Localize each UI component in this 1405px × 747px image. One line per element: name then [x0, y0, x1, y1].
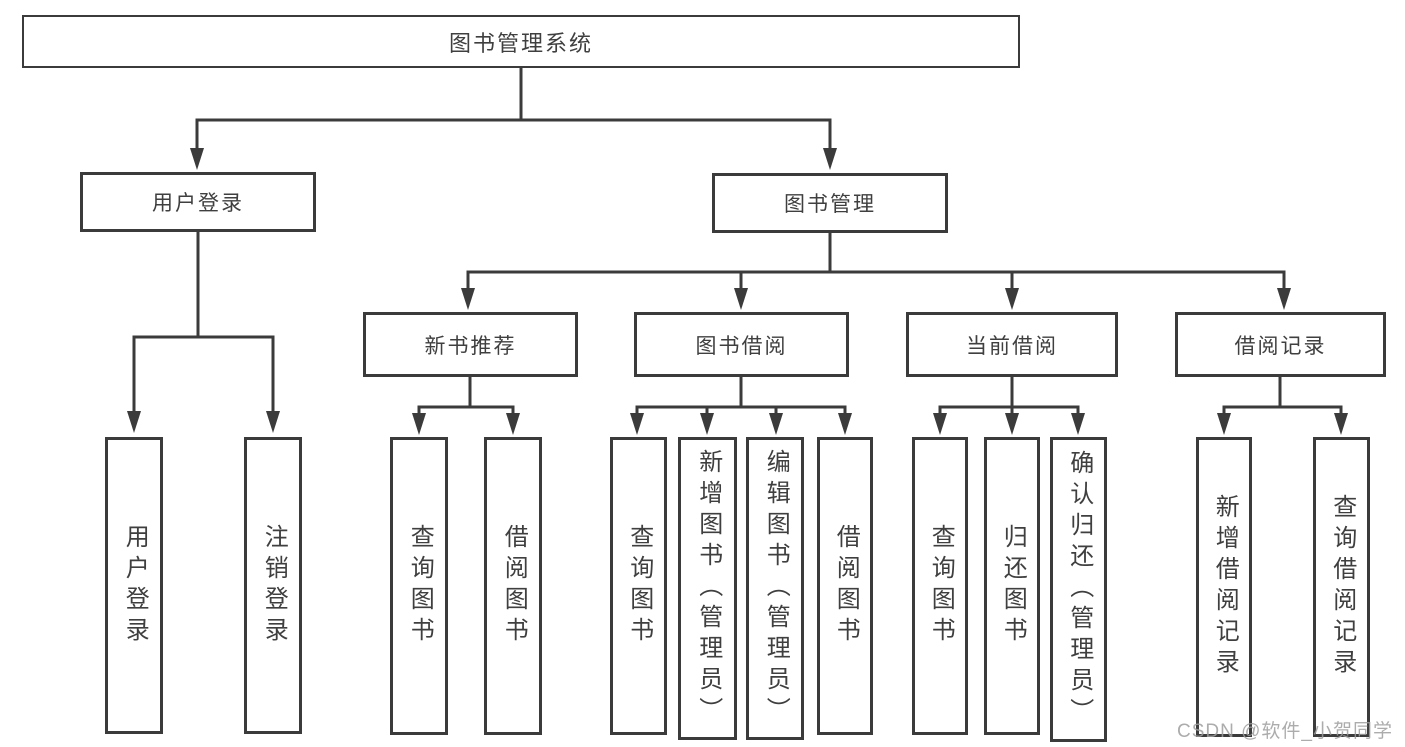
leaf-logout: 注销登录	[244, 437, 302, 734]
csdn-watermark: CSDN @软件_小贺同学	[1177, 721, 1393, 742]
leaf-record-add: 新增借阅记录	[1196, 437, 1252, 737]
node-current-borrow: 当前借阅	[906, 312, 1118, 377]
node-new-book-recommend: 新书推荐	[363, 312, 578, 377]
leaf-borrow-borrow-book: 借阅图书	[817, 437, 873, 735]
leaf-borrow-query-book: 查询图书	[610, 437, 667, 735]
node-book-management: 图书管理	[712, 173, 948, 233]
leaf-current-return-book: 归还图书	[984, 437, 1040, 735]
node-user-login: 用户登录	[80, 172, 316, 232]
leaf-user-login: 用户登录	[105, 437, 163, 734]
leaf-record-query: 查询借阅记录	[1313, 437, 1370, 737]
leaf-current-query-book: 查询图书	[912, 437, 968, 735]
leaf-newbook-query-book: 查询图书	[390, 437, 448, 735]
node-borrow-records: 借阅记录	[1175, 312, 1386, 377]
leaf-borrow-add-book-admin: 新增图书（管理员）	[678, 437, 737, 740]
leaf-newbook-borrow-book: 借阅图书	[484, 437, 542, 735]
leaf-current-confirm-return-admin: 确认归还（管理员）	[1050, 437, 1107, 742]
node-book-borrow: 图书借阅	[634, 312, 849, 377]
leaf-borrow-edit-book-admin: 编辑图书（管理员）	[746, 437, 804, 740]
node-root: 图书管理系统	[22, 15, 1020, 68]
